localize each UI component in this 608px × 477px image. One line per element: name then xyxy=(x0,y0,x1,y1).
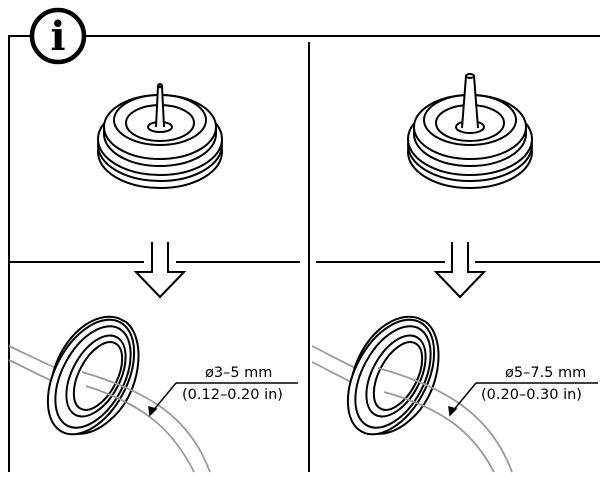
callout-left xyxy=(148,382,298,417)
cable-diameter-in-right: (0.20–0.30 in) xyxy=(481,387,582,403)
cable-diameter-in-left: (0.12–0.20 in) xyxy=(182,387,283,403)
info-icon: i xyxy=(29,7,87,65)
frame xyxy=(8,35,600,472)
cable-diameter-mm-right: ø5–7.5 mm xyxy=(505,365,587,381)
grommet-right-installed xyxy=(346,315,440,436)
grommet-large-cone xyxy=(407,73,533,189)
down-arrow-left xyxy=(133,242,187,299)
grommet-left-installed xyxy=(46,315,140,436)
cable-right-front xyxy=(377,367,513,473)
callout-right xyxy=(448,382,598,417)
cable-left-front xyxy=(81,371,211,473)
grommet-small-cone xyxy=(97,83,223,189)
info-icon-glyph: i xyxy=(50,13,65,60)
cable-diameter-mm-left: ø3–5 mm xyxy=(205,365,273,381)
down-arrow-right xyxy=(433,242,487,299)
